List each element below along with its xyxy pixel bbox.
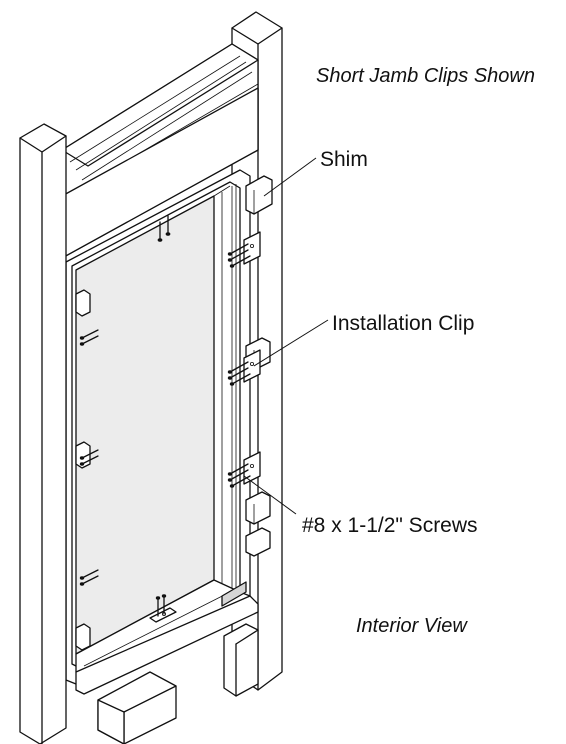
caption-top: Short Jamb Clips Shown: [316, 65, 535, 87]
caption-bottom: Interior View: [356, 615, 468, 637]
installation-clip-label: Installation Clip: [332, 312, 474, 335]
support-blocks: [97, 623, 259, 744]
glass-pane: [75, 195, 215, 655]
screws: [79, 215, 251, 617]
screws-leader: [243, 475, 297, 515]
installation-clips: [149, 231, 261, 623]
header-beam: [61, 43, 259, 259]
shims: [75, 175, 273, 651]
shim-label: Shim: [320, 148, 368, 171]
leader-lines: [243, 157, 329, 515]
sill: [75, 579, 259, 695]
screws-label: #8 x 1-1/2" Screws: [302, 514, 478, 537]
left-stud: [19, 123, 67, 744]
shim-leader: [263, 157, 317, 197]
installation-clip-leader: [253, 319, 329, 367]
